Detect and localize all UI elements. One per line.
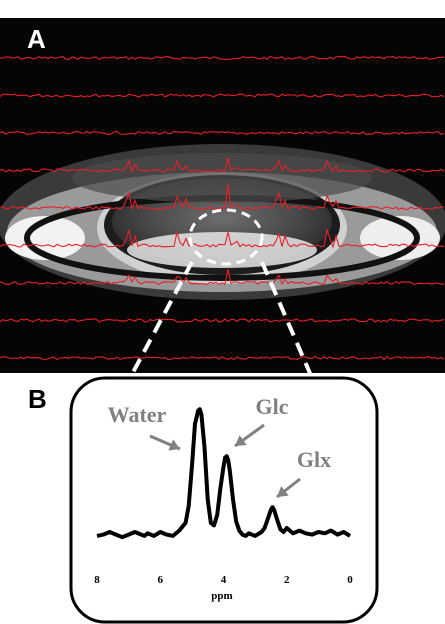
trace-row <box>0 130 445 136</box>
spectrum-line <box>96 407 352 540</box>
trace-row <box>0 184 445 211</box>
arrowhead <box>235 435 247 446</box>
trace-row <box>0 318 445 323</box>
trace-row <box>0 355 445 361</box>
mri-right-bright <box>360 216 440 260</box>
x-tick-label: 0 <box>347 574 353 586</box>
x-tick-label: 2 <box>284 574 290 586</box>
x-tick-label: 6 <box>158 574 164 586</box>
roi-circle <box>188 208 264 266</box>
arrowhead <box>277 486 289 497</box>
mri-top-gray <box>72 153 372 203</box>
peak-label-glc: Glc <box>256 394 289 419</box>
trace-row <box>0 157 445 174</box>
mri-panel <box>0 18 445 373</box>
x-tick-label: 4 <box>221 574 227 586</box>
spectral-traces <box>0 55 445 361</box>
spectrum-chart <box>96 407 352 540</box>
panel-a-label: A <box>27 24 46 54</box>
peak-label-glx: Glx <box>297 447 331 472</box>
trace-row <box>0 55 445 61</box>
peak-label-water: Water <box>108 402 167 427</box>
mri-left-bright <box>5 216 85 260</box>
arrowhead <box>168 439 180 451</box>
x-axis-label: ppm <box>211 590 232 602</box>
x-axis: 8 6 4 2 0 <box>94 574 353 586</box>
trace-row <box>0 93 445 98</box>
mri-inner-bright <box>127 232 317 268</box>
x-tick-label: 8 <box>94 574 100 586</box>
panel-b-label: B <box>28 384 47 414</box>
trace-row <box>0 269 445 286</box>
trace-row <box>0 228 445 249</box>
spectrum-box <box>69 376 379 624</box>
